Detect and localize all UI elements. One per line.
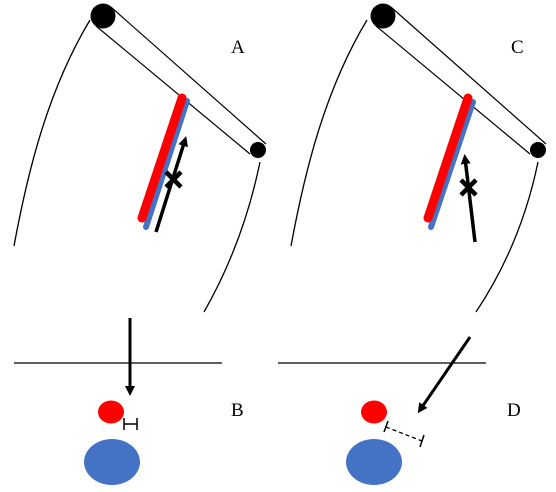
red-marker-bar	[137, 93, 187, 223]
blue-marker-circle	[346, 439, 402, 485]
limb-outline-right	[475, 161, 539, 313]
offset-bracket-dashed	[383, 420, 425, 448]
distal-joint-dot	[250, 142, 266, 158]
force-arrow-aligned	[154, 136, 188, 233]
cross-mark-icon	[459, 178, 478, 197]
red-marker-circle	[98, 400, 124, 424]
panel-c: C	[290, 3, 547, 313]
limb-outline-left	[290, 19, 368, 247]
cross-mark-icon	[164, 170, 183, 189]
proximal-joint-dot	[90, 3, 116, 29]
red-marker-bar	[423, 93, 473, 223]
panel-b: B	[14, 318, 244, 485]
oblique-force-arrow	[417, 336, 472, 414]
distal-joint-dot	[530, 142, 546, 158]
panel-label-a: A	[231, 37, 245, 58]
proximal-joint-dot	[370, 3, 396, 29]
panel-d: D	[278, 336, 521, 485]
segment-edge-upper	[111, 7, 267, 145]
segment-edge-upper	[391, 7, 547, 145]
force-arrow-offset	[460, 154, 477, 243]
blue-marker-bar	[143, 98, 190, 230]
panel-a: A	[13, 3, 267, 313]
panel-label-d: D	[507, 400, 521, 421]
panel-label-c: C	[511, 37, 524, 58]
offset-bracket-small	[123, 418, 138, 430]
red-marker-circle	[361, 400, 387, 424]
blue-marker-circle	[84, 439, 140, 485]
limb-outline-left	[13, 19, 91, 247]
segment-edge-lower	[375, 25, 531, 155]
blue-marker-bar	[428, 99, 476, 230]
segment-edge-lower	[95, 25, 251, 155]
panel-label-b: B	[231, 400, 244, 421]
limb-outline-right	[203, 161, 261, 313]
